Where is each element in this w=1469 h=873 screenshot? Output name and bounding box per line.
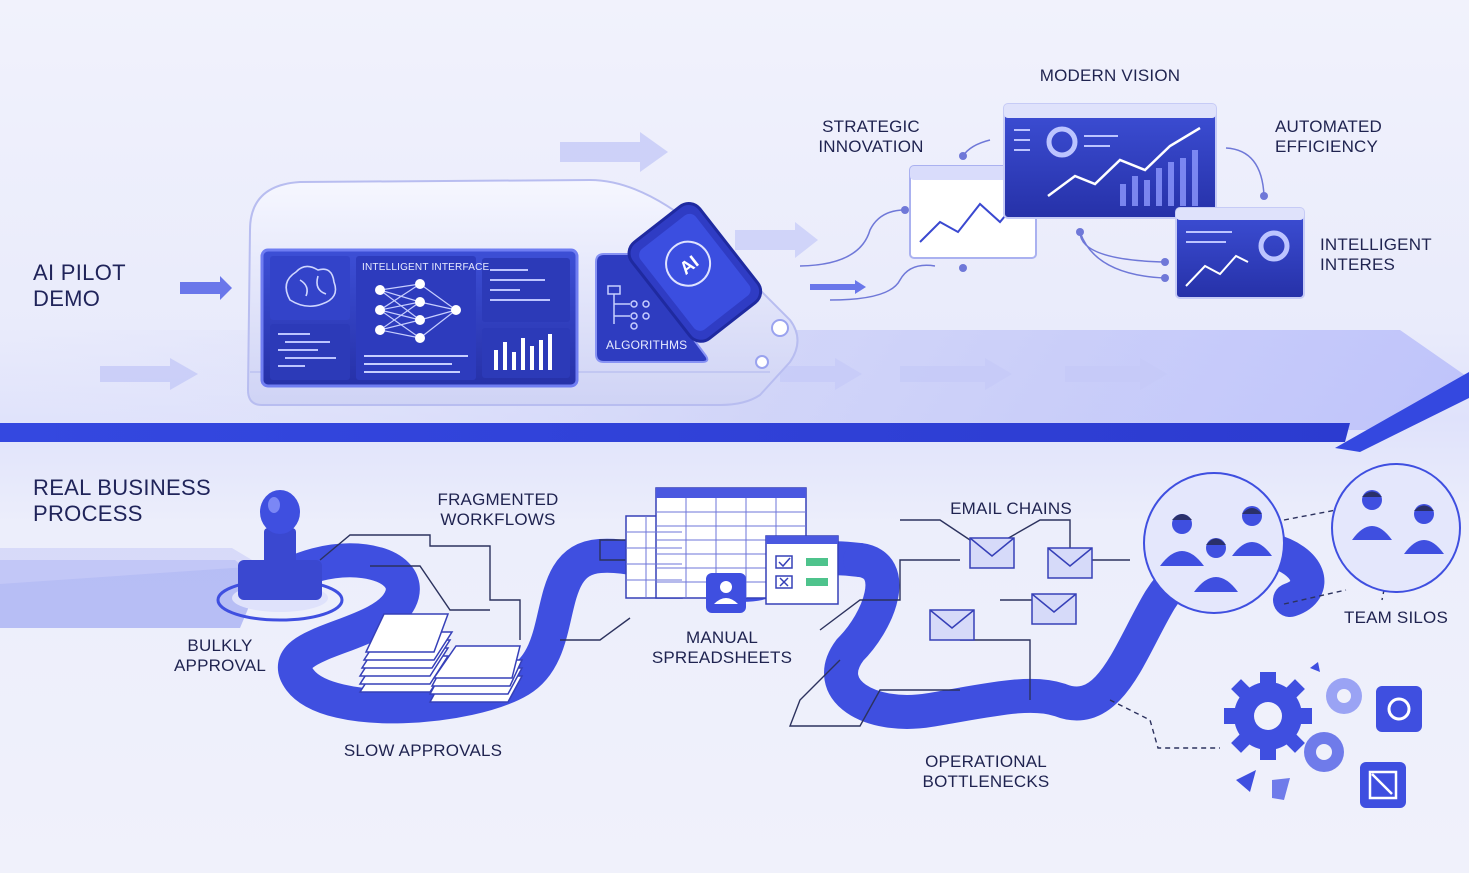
stage-bulkly-approval: BULKLY APPROVAL [174,636,266,675]
checklist-icon [765,535,839,605]
ai-vehicle [246,178,799,406]
real-business-process-title: REAL BUSINESS PROCESS [33,475,211,526]
user-icon [706,573,746,613]
outcome-modern-vision: MODERN VISION [1039,66,1181,85]
outcome-automated-efficiency: AUTOMATED EFFICIENCY [1275,117,1382,156]
stamp-icon [216,490,344,622]
code-icon [270,324,350,380]
stage-team-silos: TEAM SILOS [1343,608,1449,627]
algorithms-label: ALGORITHMS [606,338,688,352]
flowchart-icon [607,285,650,330]
dashboards [799,103,1305,301]
stage-manual-spreadsheets: MANUAL SPREADSHEETS [651,628,793,667]
paper-stack-icon [358,613,524,703]
outcome-intelligent-interes: INTELLIGENT INTERES [1320,235,1432,274]
stage-fragmented-workflows: FRAGMENTED WORKFLOWS [437,490,559,529]
speed-arrows [100,132,1167,390]
motion-lines [98,186,270,320]
team-icon [1143,463,1461,614]
brain-icon [270,256,350,320]
gear-icon [1224,662,1422,808]
stage-slow-approvals: SLOW APPROVALS [343,741,503,760]
intelligent-interface-label: INTELLIGENT INTERFACE [362,262,490,273]
stage-operational-bottlenecks: OPERATIONAL BOTTLENECKS [922,752,1050,791]
ai-pilot-title: AI PILOT DEMO [33,260,126,311]
envelope-icon [929,537,1093,641]
stage-email-chains: EMAIL CHAINS [950,499,1072,518]
outcome-strategic-innovation: STRATEGIC INNOVATION [818,117,924,156]
connector-lines [319,519,1130,727]
